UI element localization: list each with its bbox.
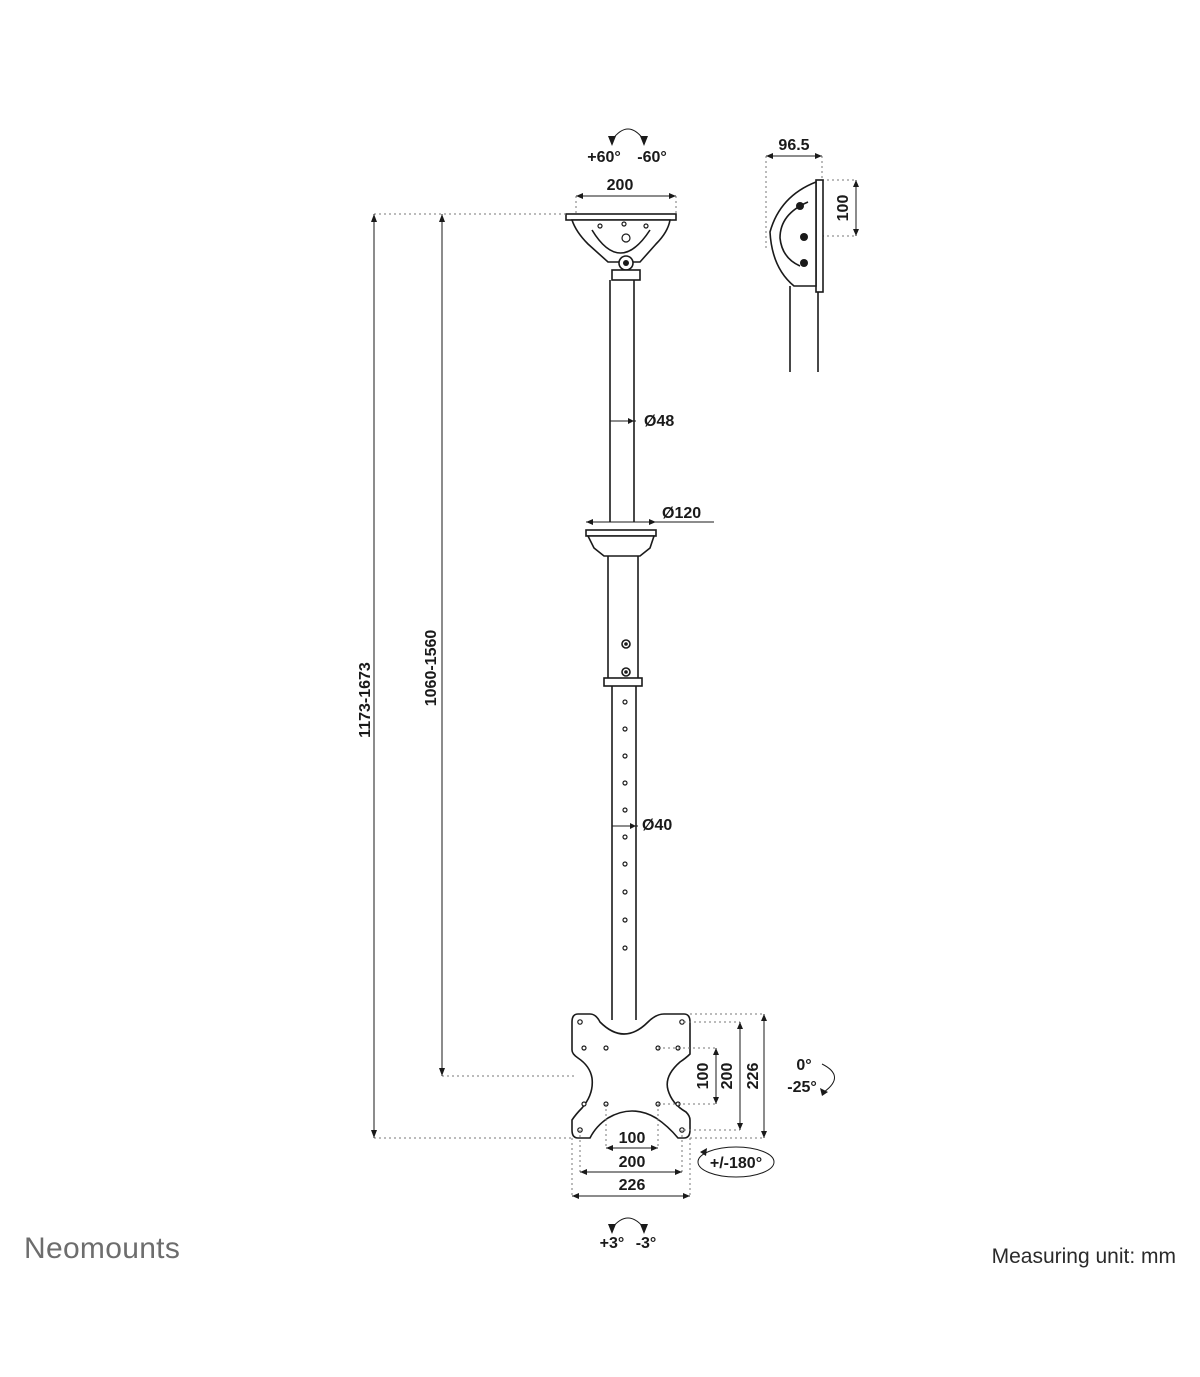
- center-height-dimension: [439, 214, 574, 1077]
- cable-cover: [585, 529, 657, 557]
- swivel-label: +/-180°: [710, 1155, 762, 1172]
- upper-tube: [609, 280, 635, 522]
- roll-minus-label: -3°: [636, 1235, 657, 1252]
- upper-tube-diameter-label: Ø48: [644, 413, 674, 430]
- lower-tube: [611, 686, 637, 1020]
- tilt-arrow-icon: [820, 1063, 835, 1096]
- tilt-zero-label: 0°: [796, 1057, 811, 1074]
- lower-tube-diameter-dimension: [612, 823, 638, 829]
- side-view-bracket: [769, 179, 824, 372]
- upper-tube-diameter-dimension: [610, 418, 636, 424]
- lower-tube-diameter-label: Ø40: [642, 817, 672, 834]
- measuring-unit-note: Measuring unit: mm: [991, 1245, 1176, 1268]
- vesa-mid-height-label: 200: [719, 1063, 736, 1090]
- roll-plus-label: +3°: [600, 1235, 625, 1252]
- brand-logo: Neomounts: [24, 1232, 181, 1265]
- vesa-width-dimensions: [571, 1104, 691, 1199]
- cover-diameter-dimension: [586, 519, 714, 525]
- middle-tube: [603, 556, 643, 687]
- side-height-label: 100: [835, 195, 852, 222]
- ceiling-bracket: [565, 213, 677, 281]
- tilt-top-plus-label: +60°: [587, 149, 621, 166]
- vesa-inner-width-label: 100: [619, 1130, 646, 1147]
- center-height-label: 1060-1560: [423, 630, 440, 707]
- roll-arrow-icon: [608, 1217, 648, 1234]
- swivel-ellipse-icon: [697, 1146, 775, 1178]
- vesa-outer-height-label: 226: [745, 1063, 762, 1090]
- cover-diameter-label: Ø120: [662, 505, 701, 522]
- tilt-top-minus-label: -60°: [637, 149, 667, 166]
- ceiling-plate-width-dimension: [575, 193, 677, 214]
- side-depth-dimension: [765, 153, 823, 250]
- vesa-plate: [571, 1013, 691, 1139]
- vesa-outer-width-label: 226: [619, 1177, 646, 1194]
- side-depth-label: 96.5: [778, 137, 809, 154]
- tilt-down-label: -25°: [787, 1079, 817, 1096]
- ceiling-plate-width-label: 200: [607, 177, 634, 194]
- overall-height-dimension: [371, 213, 572, 1139]
- overall-height-label: 1173-1673: [357, 662, 374, 738]
- vesa-mid-width-label: 200: [619, 1154, 646, 1171]
- top-tilt-arrow-icon: [608, 128, 648, 146]
- vesa-inner-height-label: 100: [695, 1063, 712, 1090]
- vesa-height-dimensions: [658, 1013, 767, 1139]
- side-height-dimension: [822, 179, 859, 237]
